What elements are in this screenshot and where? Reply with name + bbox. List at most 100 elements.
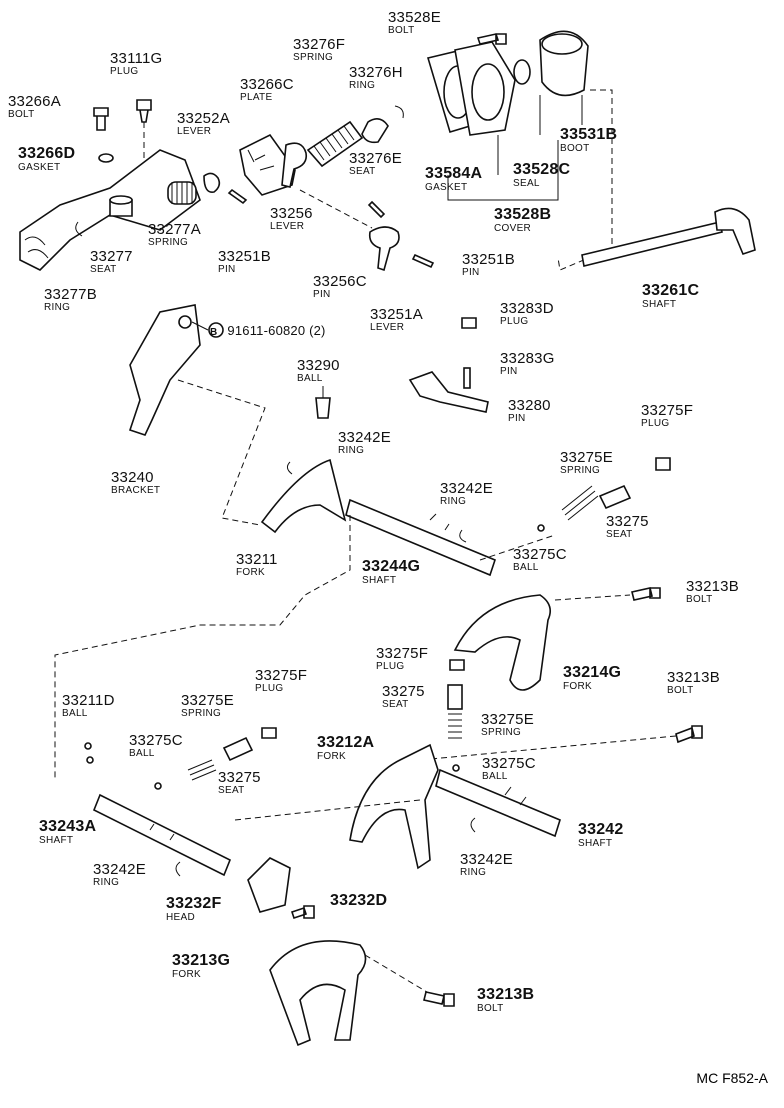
ring-33276h-drawing bbox=[394, 105, 404, 119]
bolt-33213b-bottom-drawing bbox=[423, 991, 455, 1007]
shaft-33261c-drawing bbox=[581, 221, 723, 267]
plug-33275f-mid-drawing bbox=[449, 659, 465, 671]
seat-33275-left-drawing bbox=[222, 736, 254, 762]
fork-33212a-drawing bbox=[349, 743, 439, 870]
bolt-33528e-drawing bbox=[476, 33, 507, 45]
spring-33275e-mid-drawing bbox=[448, 713, 462, 739]
circle-b-marker bbox=[208, 322, 224, 338]
pin-33251b-right-drawing bbox=[411, 253, 435, 269]
ring-33242e-left-drawing bbox=[175, 861, 181, 877]
ring-33242e-mid-drawing bbox=[459, 529, 467, 543]
lever-33251a-drawing bbox=[368, 226, 400, 272]
label-33232d: 33232D bbox=[330, 892, 388, 909]
seat-33276e-drawing bbox=[361, 118, 389, 144]
ball-33275c-right-drawing bbox=[452, 764, 460, 772]
seat-33275-mid-drawing bbox=[447, 684, 463, 710]
circle-b-label: B bbox=[210, 327, 218, 338]
bolt-33213b-right-drawing bbox=[675, 725, 703, 744]
shaft-33244g-drawing bbox=[345, 498, 496, 577]
bracket-33240-drawing bbox=[128, 304, 201, 436]
plate-33266c-drawing bbox=[239, 133, 296, 196]
lever-33252a-drawing bbox=[203, 172, 221, 193]
lever-33256-drawing bbox=[281, 142, 308, 188]
plug-33111g-drawing bbox=[136, 99, 152, 123]
ring-33277b-drawing bbox=[75, 221, 83, 237]
ball-33275c-top-drawing bbox=[537, 524, 545, 532]
seal-33528c-drawing bbox=[513, 59, 531, 85]
spring-33275e-left-drawing bbox=[187, 759, 217, 781]
spring-33276f-drawing bbox=[306, 120, 364, 168]
ball-33290-drawing bbox=[315, 397, 331, 419]
bolt-33213b-top-drawing bbox=[631, 587, 661, 601]
spring-33277a-drawing bbox=[167, 181, 197, 205]
pin-33283g-drawing bbox=[463, 367, 471, 389]
shaft-33243a-drawing bbox=[92, 793, 232, 877]
bolt-33232d-drawing bbox=[290, 905, 315, 920]
ball-33275c-left-drawing bbox=[154, 782, 162, 790]
spring-33275e-top-drawing bbox=[561, 485, 599, 521]
diagram-reference-code: MC F852-A bbox=[696, 1070, 768, 1086]
plug-33275f-top-drawing bbox=[655, 457, 671, 471]
plug-33283d-drawing bbox=[461, 317, 477, 329]
fork-33213g-drawing bbox=[269, 940, 367, 1047]
plug-33275f-left-drawing bbox=[261, 727, 277, 739]
pin-33280-drawing bbox=[408, 371, 489, 413]
ring-33242e-upper-drawing bbox=[286, 461, 293, 475]
gasket-33266d-drawing bbox=[98, 153, 114, 163]
bolt-33266a-drawing bbox=[93, 107, 109, 131]
ring-33242e-right-drawing bbox=[470, 817, 476, 833]
fork-33211-drawing bbox=[260, 458, 347, 534]
head-33232f-drawing bbox=[247, 857, 291, 913]
pin-33251b-left-drawing bbox=[227, 188, 248, 205]
